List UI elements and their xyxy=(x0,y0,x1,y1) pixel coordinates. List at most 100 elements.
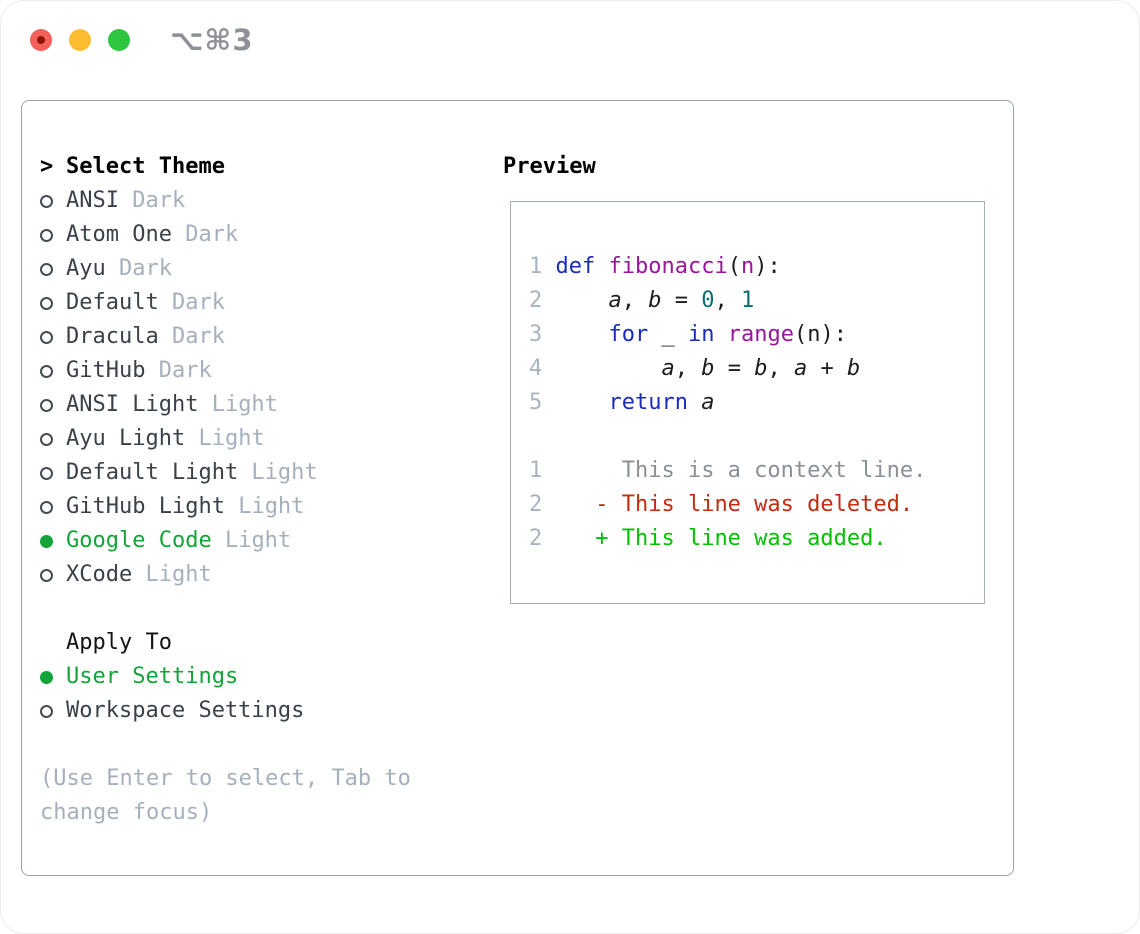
code-token-pl xyxy=(556,390,609,415)
code-token-var: a xyxy=(793,356,808,381)
radio-cell xyxy=(40,218,66,252)
option-variant-label: Light xyxy=(185,426,265,451)
theme-option[interactable]: Google Code Light xyxy=(40,524,411,558)
radio-selected-icon xyxy=(40,671,53,684)
option-variant-label: Light xyxy=(238,460,318,485)
theme-option[interactable]: Atom One Dark xyxy=(40,218,411,252)
option-label: Default Light xyxy=(66,460,239,485)
code-token-pl: , xyxy=(621,288,649,313)
code-token-pl xyxy=(556,356,662,381)
preview-code-line: 2 a, b = 0, 1 xyxy=(529,284,984,318)
code-token-pl: = xyxy=(661,288,702,313)
code-token-lit: 1 xyxy=(740,288,755,313)
radio-cell xyxy=(40,388,66,422)
code-token-kw: def xyxy=(555,254,596,279)
theme-option[interactable]: Ayu Light Light xyxy=(40,422,411,456)
theme-option[interactable]: GitHub Dark xyxy=(40,354,411,388)
preview-title: Preview xyxy=(503,154,596,179)
cursor-icon: > xyxy=(40,154,54,179)
help-line-1: (Use Enter to select, Tab to xyxy=(40,766,411,791)
apply-option[interactable]: Workspace Settings xyxy=(40,694,411,728)
code-token-pl xyxy=(688,390,701,415)
spacer xyxy=(40,592,411,626)
theme-option[interactable]: ANSI Light Light xyxy=(40,388,411,422)
theme-option[interactable]: Default Light Light xyxy=(40,456,411,490)
code-token-var: b xyxy=(701,356,715,381)
radio-icon xyxy=(40,297,53,310)
radio-cell xyxy=(40,524,66,558)
minimize-button-icon[interactable] xyxy=(69,28,91,51)
radio-cell xyxy=(40,320,66,354)
option-label: Dracula xyxy=(66,324,159,349)
apply-to-title: Apply To xyxy=(66,630,172,655)
code-token-var: a xyxy=(701,390,715,415)
option-label: XCode xyxy=(66,562,133,587)
radio-icon xyxy=(40,501,53,514)
radio-cell xyxy=(40,694,66,728)
radio-icon xyxy=(40,399,53,412)
code-token-pl: ): xyxy=(754,254,781,279)
code-token-num: 5 xyxy=(529,390,556,415)
option-label: Ayu Light xyxy=(66,426,186,451)
apply-to-header: Apply To xyxy=(40,626,411,660)
radio-icon xyxy=(40,433,53,446)
radio-cell xyxy=(40,286,66,320)
radio-cell xyxy=(40,184,66,218)
radio-icon xyxy=(40,569,53,582)
code-token-pl xyxy=(542,526,595,551)
theme-option[interactable]: Ayu Dark xyxy=(40,252,411,286)
preview-code-line: 3 for _ in range(n): xyxy=(529,318,984,352)
code-token-var: b xyxy=(648,288,662,313)
help-line-2: change focus) xyxy=(40,800,213,825)
theme-option[interactable]: Dracula Dark xyxy=(40,320,411,354)
radio-icon xyxy=(40,705,53,718)
option-variant-label: Dark xyxy=(171,222,239,247)
preview-diff-line: 1 This is a context line. xyxy=(529,454,984,488)
select-theme-header: > Select Theme xyxy=(40,150,411,184)
option-variant-label: Light xyxy=(132,562,212,587)
option-label: Google Code xyxy=(66,528,212,553)
close-button-icon[interactable] xyxy=(30,28,52,51)
code-token-pl: (n): xyxy=(793,322,847,347)
code-token-pl xyxy=(542,492,595,517)
code-token-pl: , xyxy=(674,356,702,381)
radio-cell xyxy=(40,252,66,286)
theme-option[interactable]: Default Dark xyxy=(40,286,411,320)
option-variant-label: Dark xyxy=(105,256,172,281)
radio-icon xyxy=(40,331,53,344)
preview-code-line: 5 return a xyxy=(529,386,984,420)
theme-option[interactable]: GitHub Light Light xyxy=(40,490,411,524)
theme-option[interactable]: ANSI Dark xyxy=(40,184,411,218)
code-token-var: b xyxy=(846,356,861,381)
option-variant-label: Dark xyxy=(158,290,225,315)
code-token-pl xyxy=(714,322,727,347)
apply-option[interactable]: User Settings xyxy=(40,660,411,694)
option-label: GitHub Light xyxy=(66,494,225,519)
window-title: ⌥⌘3 xyxy=(170,22,254,57)
help-text: (Use Enter to select, Tab to change focu… xyxy=(40,762,411,830)
select-theme-title: Select Theme xyxy=(66,154,225,179)
option-label: GitHub xyxy=(66,358,146,383)
code-token-fn: range xyxy=(727,322,794,347)
option-variant-label: Light xyxy=(224,494,305,519)
theme-option[interactable]: XCode Light xyxy=(40,558,411,592)
preview-diff-line: 2 - This line was deleted. xyxy=(529,488,984,522)
code-token-num: 2 xyxy=(529,526,543,551)
preview-code-line: 4 a, b = b, a + b xyxy=(529,352,984,386)
code-token-pl: ( xyxy=(727,254,741,279)
option-variant-label: Light xyxy=(211,528,292,553)
code-token-pl: , xyxy=(767,356,794,381)
radio-icon xyxy=(40,467,53,480)
preview-diff-line: 2 + This line was added. xyxy=(529,522,984,556)
option-label: User Settings xyxy=(66,664,239,689)
option-variant-label: Light xyxy=(198,392,278,417)
zoom-button-icon[interactable] xyxy=(108,28,130,51)
code-token-pl: , xyxy=(714,288,741,313)
radio-selected-icon xyxy=(40,535,53,548)
code-token-lit: 0 xyxy=(701,288,715,313)
radio-icon xyxy=(40,365,53,378)
spacer xyxy=(40,728,411,762)
